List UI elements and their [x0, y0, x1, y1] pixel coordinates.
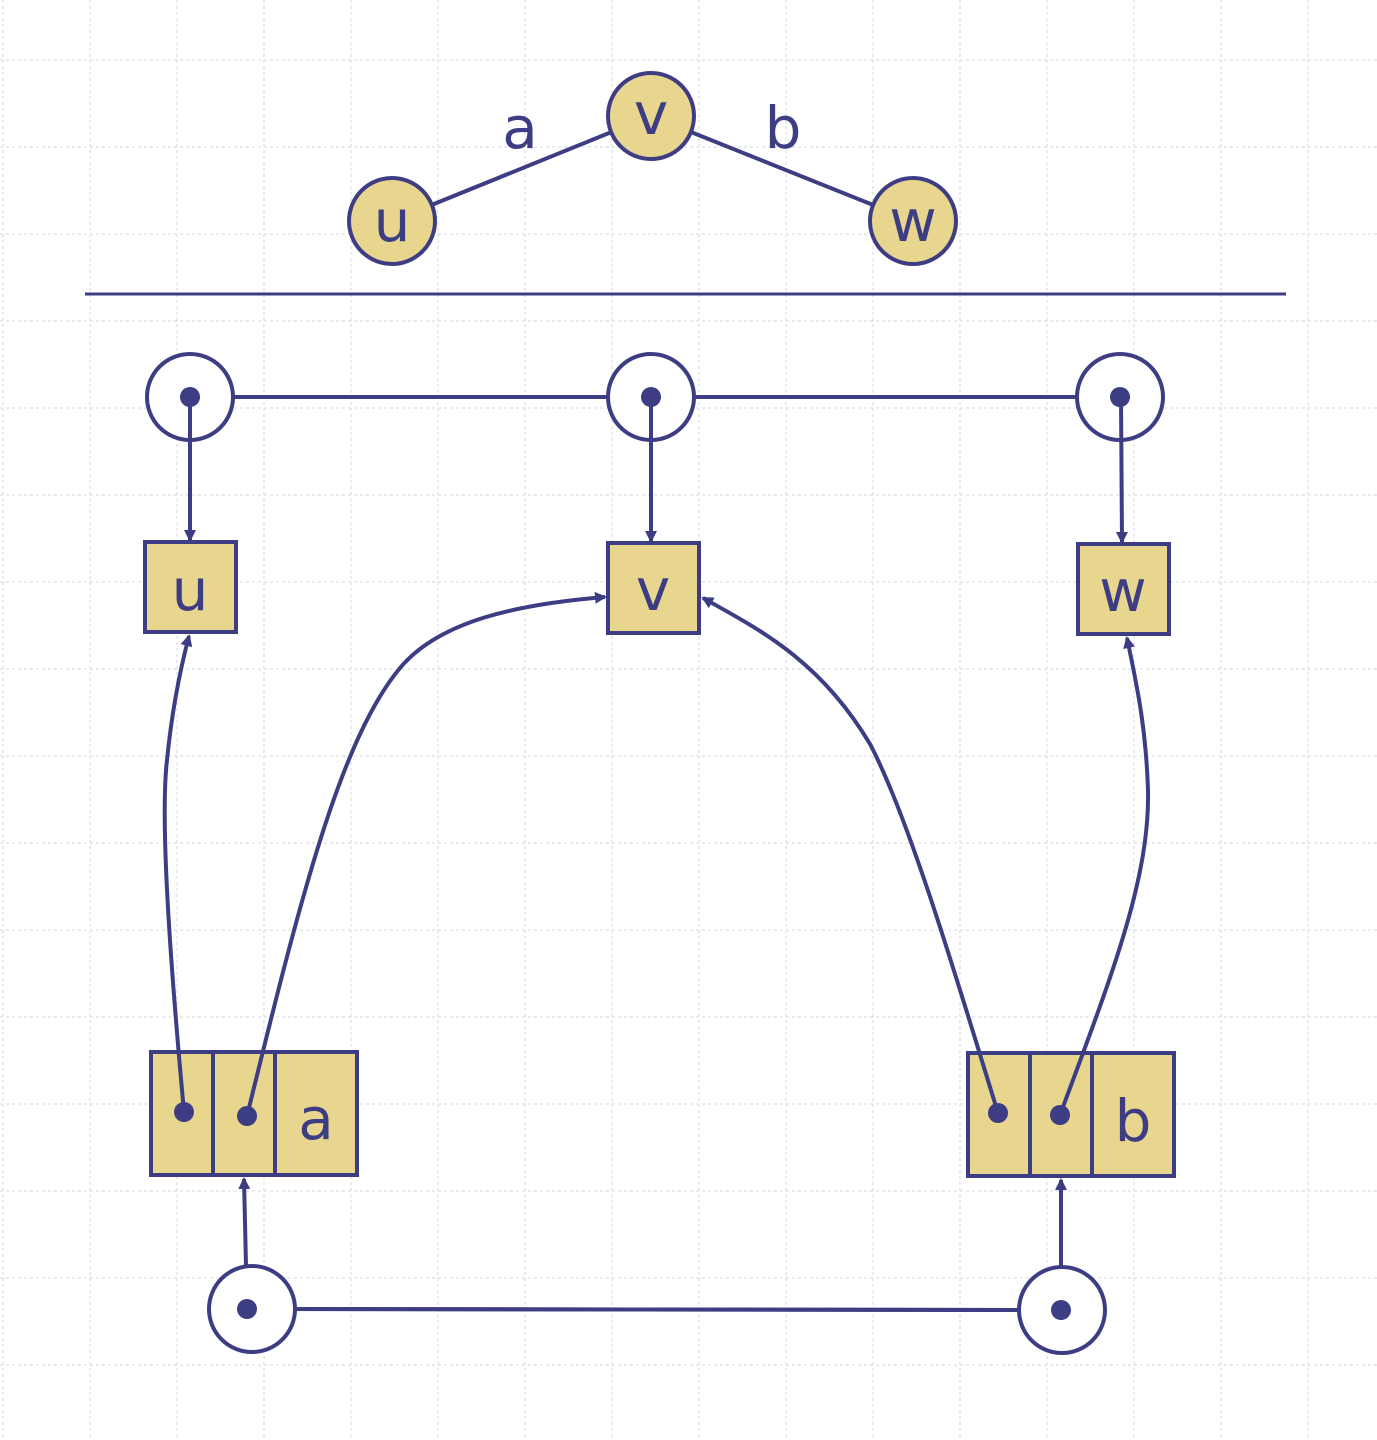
edge-pointers [162, 591, 1151, 1117]
edge-b-destination-pointer [1058, 636, 1151, 1116]
vertex-position-w-dot [1110, 387, 1130, 407]
graph-edge-a-label: a [502, 94, 538, 162]
vertex-box-v-label: v [636, 556, 670, 624]
graph-vertex-w: w [868, 176, 958, 266]
graph-view: a b u v w [347, 71, 958, 266]
edge-position-b-dot [1051, 1300, 1071, 1320]
edge-position-b [1017, 1265, 1107, 1355]
graph-vertex-u: u [347, 176, 437, 266]
edge-record-b: b [966, 1051, 1176, 1178]
edge-b-origin-pointer [701, 596, 1000, 1114]
edge-record-a: a [149, 1050, 359, 1177]
edge-record-b-label: b [1115, 1087, 1152, 1155]
graph-vertex-v: v [606, 71, 696, 161]
edge-a-destination-pointer [245, 591, 607, 1117]
vertex-sequence [145, 352, 1165, 544]
graph-edge-b-label: b [765, 94, 802, 162]
graph-edge-b [650, 114, 914, 223]
vertex-pointer-w [1115, 396, 1128, 544]
graph-vertex-u-label: u [374, 187, 411, 255]
vertex-box-v: v [606, 541, 701, 635]
edge-position-a-dot [237, 1299, 257, 1319]
vertex-box-w: w [1076, 542, 1171, 636]
graph-edge-a [391, 114, 652, 223]
vertex-box-u-label: u [172, 556, 209, 624]
graph-vertex-w-label: w [889, 187, 936, 255]
graph-vertex-v-label: v [634, 80, 668, 148]
edge-record-a-label: a [298, 1085, 334, 1153]
edge-sequence [207, 1177, 1107, 1355]
vertex-box-u: u [143, 540, 238, 634]
edge-a-origin-pointer [162, 634, 193, 1113]
edge-position-a [207, 1264, 297, 1354]
vertex-boxes: u v w [143, 540, 1171, 636]
vertex-box-w-label: w [1099, 557, 1146, 625]
